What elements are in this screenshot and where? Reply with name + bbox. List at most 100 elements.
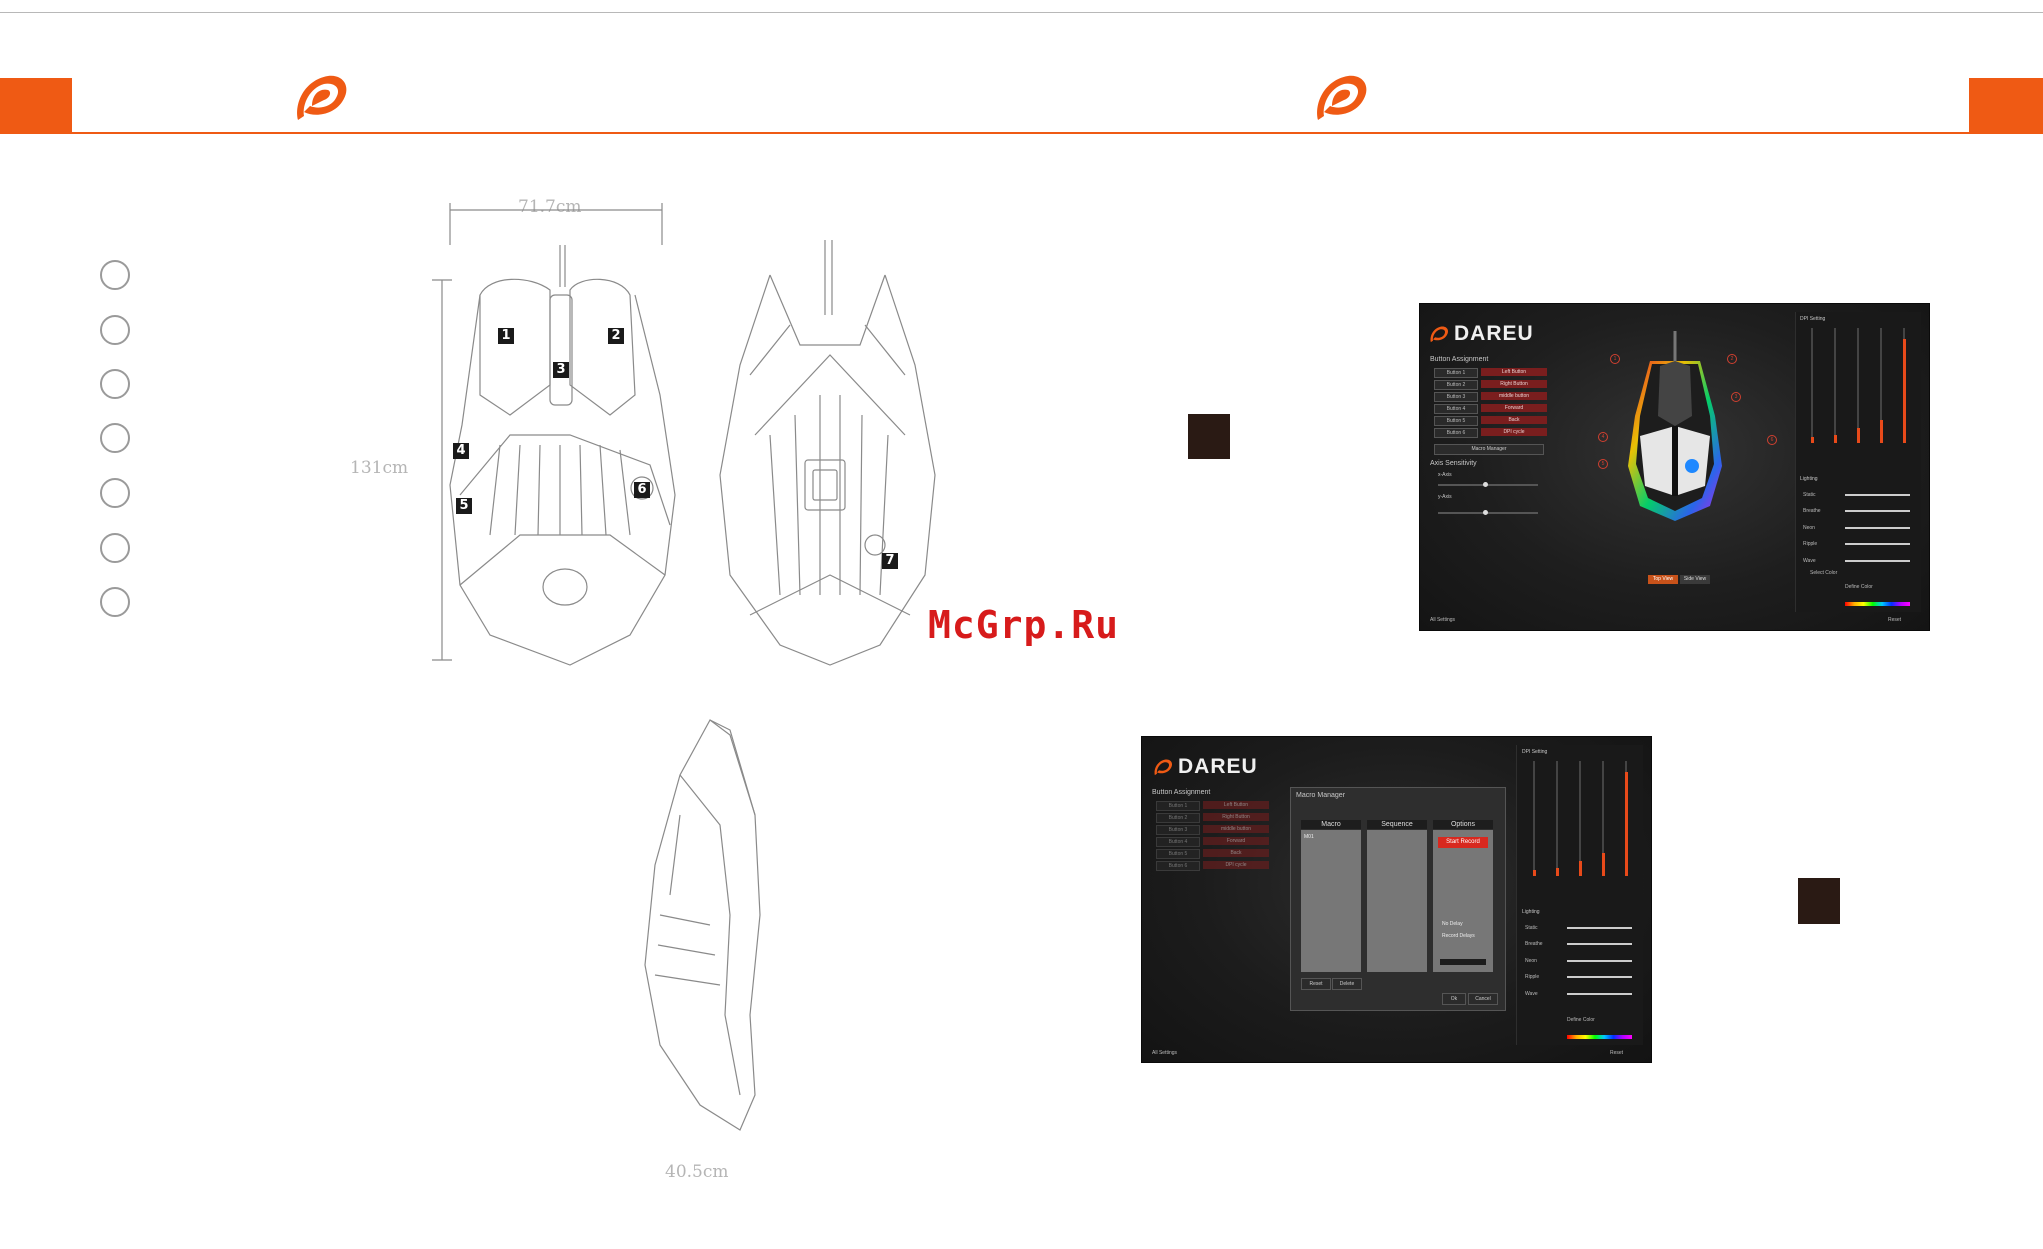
y-axis-label: y-Axis — [1438, 494, 1452, 500]
dpi-slider-track[interactable] — [1579, 761, 1581, 876]
mouse-side-view-drawing — [644, 719, 761, 1131]
dpi-slider-track[interactable] — [1857, 328, 1859, 443]
dpi-slider-fill — [1556, 868, 1559, 876]
button-key: Button 5 — [1156, 849, 1200, 859]
width-dimension-label: 71.7cm — [518, 197, 582, 217]
macro-list-item[interactable]: M01 — [1304, 834, 1314, 840]
lighting-slider[interactable] — [1567, 976, 1632, 978]
sequence-list[interactable] — [1367, 830, 1427, 972]
all-settings-label[interactable]: All Settings — [1152, 1050, 1178, 1056]
lighting-mode-option[interactable]: Static — [1803, 492, 1816, 498]
lighting-mode-option[interactable]: Breathe — [1525, 941, 1543, 947]
section-marker — [1188, 414, 1230, 459]
y-axis-slider[interactable] — [1438, 512, 1538, 514]
button-value[interactable]: Right Button — [1203, 813, 1269, 821]
lighting-mode-option[interactable]: Ripple — [1803, 541, 1818, 547]
button-value[interactable]: DPI cycle — [1481, 428, 1547, 436]
dareu-d-logo-icon — [1310, 70, 1372, 124]
lighting-slider[interactable] — [1567, 943, 1632, 945]
dpi-setting-title: DPI Setting — [1800, 316, 1826, 322]
select-color-label: Select Color — [1810, 570, 1838, 576]
dpi-slider-track[interactable] — [1880, 328, 1882, 443]
button-value[interactable]: Forward — [1203, 837, 1269, 845]
button-value[interactable]: Left Button — [1481, 368, 1547, 376]
lighting-title: Lighting — [1800, 476, 1818, 482]
lighting-slider[interactable] — [1845, 510, 1910, 512]
record-delay-option[interactable]: Record Delays — [1442, 933, 1475, 939]
ok-button[interactable]: Ok — [1442, 993, 1466, 1005]
y-axis-slider-knob[interactable] — [1483, 510, 1488, 515]
button-value[interactable]: Right Button — [1481, 380, 1547, 388]
button-value[interactable]: DPI cycle — [1203, 861, 1269, 869]
watermark-text: McGrp.Ru — [928, 603, 1120, 647]
button-value[interactable]: Back — [1481, 416, 1547, 424]
lighting-title: Lighting — [1522, 909, 1540, 915]
dpi-slider-track[interactable] — [1556, 761, 1558, 876]
delete-macro-button[interactable]: Delete — [1332, 978, 1362, 990]
button-badge: 3 — [553, 362, 569, 378]
button-value[interactable]: middle button — [1481, 392, 1547, 400]
dpi-slider-fill — [1903, 339, 1906, 443]
lighting-slider[interactable] — [1845, 527, 1910, 529]
lighting-slider[interactable] — [1567, 993, 1632, 995]
color-spectrum-bar[interactable] — [1845, 602, 1910, 606]
lighting-mode-option[interactable]: Neon — [1803, 525, 1815, 531]
lighting-slider[interactable] — [1845, 543, 1910, 545]
button-value[interactable]: middle button — [1203, 825, 1269, 833]
button-value[interactable]: Back — [1203, 849, 1269, 857]
mouse-top-view-drawing — [432, 203, 676, 666]
lighting-mode-option[interactable]: Breathe — [1803, 508, 1821, 514]
dpi-slider-track[interactable] — [1834, 328, 1836, 443]
macro-manager-button[interactable]: Macro Manager — [1434, 444, 1544, 455]
lighting-mode-option[interactable]: Neon — [1525, 958, 1537, 964]
legend-circle-4 — [100, 423, 130, 453]
dpi-slider-track[interactable] — [1811, 328, 1813, 443]
no-delay-option[interactable]: No Delay — [1442, 921, 1463, 927]
button-badge: 6 — [634, 482, 650, 498]
button-value[interactable]: Left Button — [1203, 801, 1269, 809]
dpi-slider-fill — [1857, 428, 1860, 443]
reset-button[interactable]: Reset — [1610, 1050, 1624, 1056]
reset-button[interactable]: Reset — [1888, 617, 1902, 623]
all-settings-label[interactable]: All Settings — [1430, 617, 1456, 623]
top-view-button[interactable]: Top View — [1648, 575, 1678, 584]
dpi-slider-track[interactable] — [1602, 761, 1604, 876]
section-marker — [1798, 878, 1840, 924]
lighting-slider[interactable] — [1567, 960, 1632, 962]
lighting-slider[interactable] — [1567, 927, 1632, 929]
lighting-mode-option[interactable]: Ripple — [1525, 974, 1540, 980]
x-axis-slider-knob[interactable] — [1483, 482, 1488, 487]
delay-input[interactable] — [1440, 959, 1486, 965]
lighting-slider[interactable] — [1845, 494, 1910, 496]
reset-macro-button[interactable]: Reset — [1301, 978, 1331, 990]
x-axis-slider[interactable] — [1438, 484, 1538, 486]
start-record-button[interactable]: Start Record — [1438, 837, 1488, 848]
dpi-slider-track[interactable] — [1533, 761, 1535, 876]
lighting-mode-option[interactable]: Wave — [1525, 991, 1538, 997]
lighting-mode-option[interactable]: Static — [1525, 925, 1538, 931]
cancel-button[interactable]: Cancel — [1468, 993, 1498, 1005]
dpi-slider-fill — [1625, 772, 1628, 876]
button-assignment-title: Button Assignment — [1430, 356, 1489, 363]
macro-list[interactable] — [1301, 830, 1361, 972]
side-view-button[interactable]: Side View — [1680, 575, 1710, 584]
button-badge: 7 — [882, 553, 898, 569]
button-key: Button 6 — [1156, 861, 1200, 871]
lighting-slider[interactable] — [1845, 560, 1910, 562]
button-value[interactable]: Forward — [1481, 404, 1547, 412]
color-spectrum-bar[interactable] — [1567, 1035, 1632, 1039]
dpi-slider-fill — [1834, 435, 1837, 443]
lighting-mode-option[interactable]: Wave — [1803, 558, 1816, 564]
